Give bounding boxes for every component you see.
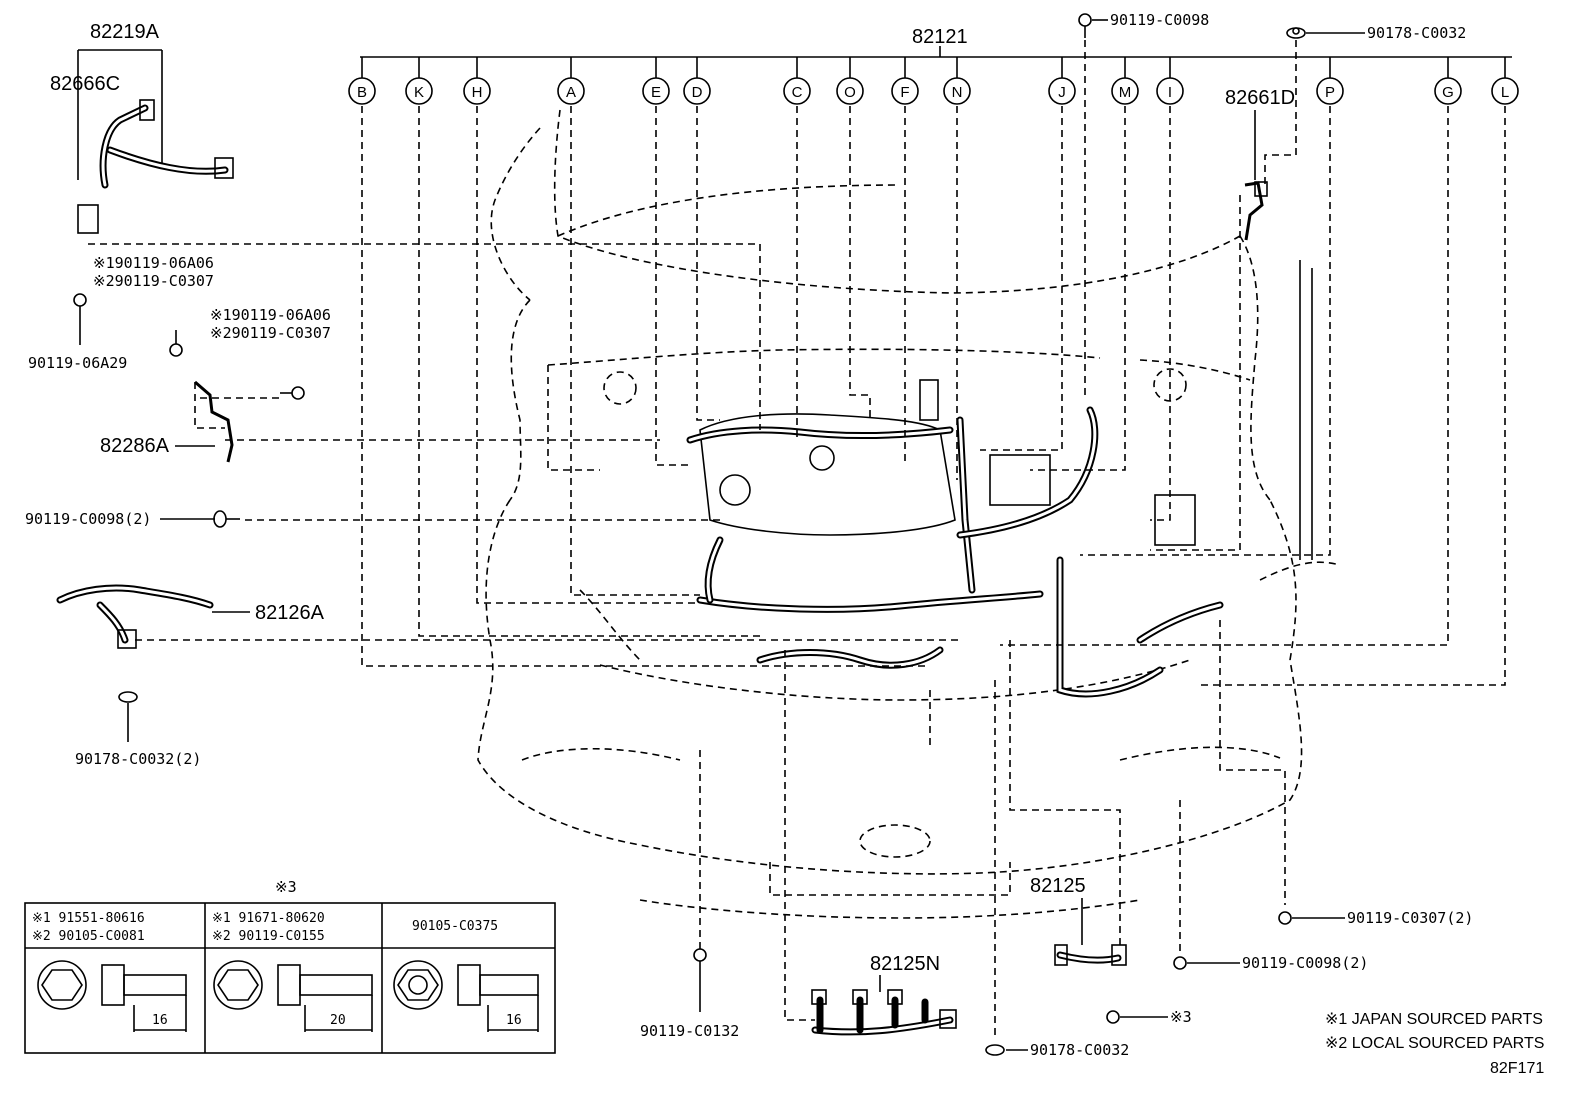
balloon-circle-a — [557, 77, 585, 105]
figure-code: 82F171 — [1490, 1060, 1544, 1077]
label-f-left-a: ※190119-06A06 — [93, 254, 214, 272]
label-f-top1: 90119-C0098 — [1110, 11, 1209, 29]
wire-82125n: 82125N — [811, 953, 957, 1036]
legend-col1-line2: ※2 90105-C0081 — [32, 929, 145, 944]
balloon-circle-c — [783, 77, 811, 105]
bracket-82286a: 82286A — [100, 380, 234, 463]
fastener-bottom3: ※3 — [1106, 1008, 1192, 1026]
balloon-circle-i — [1156, 77, 1184, 105]
label-82661d: 82661D — [1225, 87, 1295, 109]
fastener-right1: 90119-C0307(2) — [1278, 909, 1473, 927]
balloon-label-o: O — [844, 84, 856, 101]
note-local: ※2 LOCAL SOURCED PARTS — [1325, 1035, 1544, 1052]
legend-col2-line2: ※2 90119-C0155 — [212, 929, 325, 944]
note-japan: ※1 JAPAN SOURCED PARTS — [1325, 1011, 1543, 1028]
legend-col2-line1: ※1 91671-80620 — [212, 911, 325, 926]
legend-col1-dim: 16 — [152, 1013, 168, 1028]
leader-lines — [88, 40, 1506, 1035]
fastener-top2: 90178-C0032 — [1286, 24, 1466, 42]
balloon-label-m: M — [1119, 84, 1132, 101]
balloon-circle-f — [891, 77, 919, 105]
balloon-circle-o — [836, 77, 864, 105]
wire-82219a: 82219A 82666C — [50, 21, 234, 234]
fastener-left-group1: ※190119-06A06 ※290119-C0307 90119-06A29 — [28, 254, 214, 372]
balloon-circle-p — [1316, 77, 1344, 105]
label-82125: 82125 — [1030, 875, 1086, 897]
balloon-circle-e — [642, 77, 670, 105]
label-82286a: 82286A — [100, 435, 170, 457]
balloon-circle-n — [943, 77, 971, 105]
balloon-label-k: K — [414, 84, 424, 101]
balloon-label-l: L — [1501, 84, 1509, 101]
balloon-label-b: B — [357, 84, 367, 101]
label-f-bot3: ※3 — [1170, 1008, 1192, 1026]
fastener-left-group3: 90119-C0098(2) — [25, 510, 240, 528]
label-f-left-c: 90119-06A29 — [28, 354, 127, 372]
label-f-left-b: ※290119-C0307 — [93, 272, 214, 290]
label-f-bot1: 90119-C0132 — [640, 1022, 739, 1040]
engine-harness — [686, 260, 1313, 698]
balloon-bar: 82121 — [360, 26, 1512, 58]
label-82125n: 82125N — [870, 953, 940, 975]
balloon-label-d: D — [692, 84, 703, 101]
label-82666c: 82666C — [50, 73, 120, 95]
vehicle-outline — [477, 109, 1341, 919]
balloon-circle-j — [1048, 77, 1076, 105]
wire-82661d: 82661D — [1225, 87, 1295, 241]
balloon-label-f: F — [900, 84, 909, 101]
legend-header: ※3 — [275, 878, 297, 896]
label-82121: 82121 — [912, 26, 968, 48]
balloon-circle-k — [405, 77, 433, 105]
label-f-top2: 90178-C0032 — [1367, 24, 1466, 42]
balloon-circle-h — [463, 77, 491, 105]
label-f-right2: 90119-C0098(2) — [1242, 954, 1368, 972]
balloon-label-i: I — [1168, 84, 1172, 101]
fastener-right2: 90119-C0098(2) — [1173, 954, 1368, 972]
legend-col2-dim: 20 — [330, 1013, 346, 1028]
balloon-label-j: J — [1058, 84, 1066, 101]
fastener-bottom1: 90119-C0132 — [640, 948, 739, 1040]
fastener-top1: 90119-C0098 — [1078, 11, 1209, 38]
label-82126a: 82126A — [255, 602, 325, 624]
balloon-label-a: A — [566, 84, 576, 101]
label-f-left-d: ※190119-06A06 — [210, 306, 331, 324]
fastener-bottom2: 90178-C0032 — [985, 1041, 1129, 1059]
label-f-bot2: 90178-C0032 — [1030, 1041, 1129, 1059]
notes: ※1 JAPAN SOURCED PARTS ※2 LOCAL SOURCED … — [1325, 1011, 1544, 1077]
balloon-circle-l — [1491, 77, 1519, 105]
balloon-label-p: P — [1325, 84, 1335, 101]
balloon-circle-b — [348, 77, 376, 105]
label-f-left-f: 90119-C0098(2) — [25, 510, 151, 528]
balloon-label-h: H — [472, 84, 483, 101]
legend-table: ※3 ※1 91551-80616 ※2 90105-C0081 ※1 9167… — [24, 878, 556, 1054]
balloon-circle-m — [1111, 77, 1139, 105]
legend-col3-line1: 90105-C0375 — [412, 919, 498, 934]
legend-col1-line1: ※1 91551-80616 — [32, 911, 145, 926]
label-f-left-e: ※290119-C0307 — [210, 324, 331, 342]
balloon-label-n: N — [952, 84, 963, 101]
fastener-left-group2: ※190119-06A06 ※290119-C0307 — [200, 306, 331, 400]
legend-col3-dim: 16 — [506, 1013, 522, 1028]
label-f-right1: 90119-C0307(2) — [1347, 909, 1473, 927]
wire-82126a: 82126A 90178-C0032(2) — [56, 584, 325, 768]
label-82219a: 82219A — [90, 21, 160, 43]
balloon-label-c: C — [792, 84, 803, 101]
balloon-label-e: E — [651, 84, 661, 101]
balloon-circle-d — [683, 77, 711, 105]
label-f-left-g: 90178-C0032(2) — [75, 750, 201, 768]
balloon-label-g: G — [1442, 84, 1454, 101]
wire-82125: 82125 — [1030, 875, 1127, 966]
balloon-circle-g — [1434, 77, 1462, 105]
